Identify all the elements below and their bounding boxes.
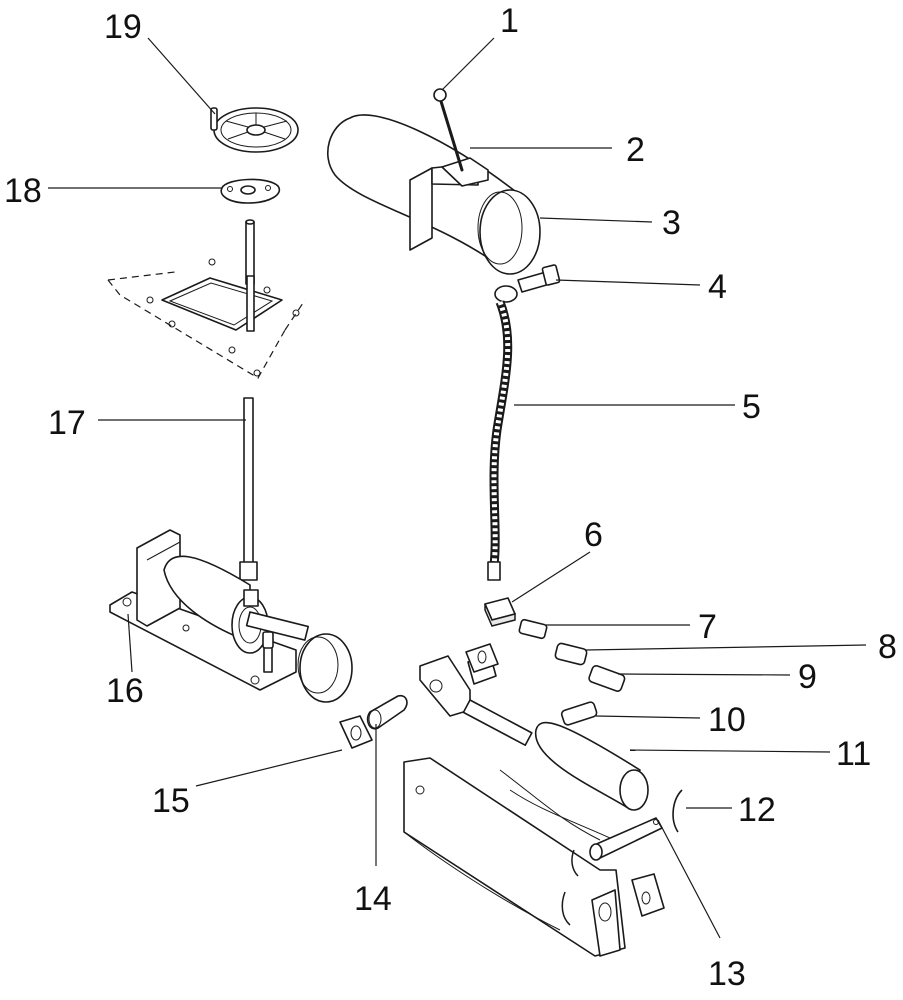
vertical-stem-part: [245, 219, 255, 285]
handwheel-part: [210, 107, 299, 153]
callout-8: 8: [878, 628, 897, 666]
pivot-pin-part: [589, 817, 663, 861]
callout-15: 15: [152, 782, 190, 820]
connector-block-part: [484, 597, 516, 627]
callout-17: 17: [48, 404, 86, 442]
callout-5: 5: [742, 388, 761, 426]
callout-1: 1: [500, 2, 519, 40]
fitting-part-9: [588, 664, 626, 692]
callout-labels: 1 2 3 4 5 6 7 8 9 10 11 12 13 14 15 16 1…: [4, 2, 897, 993]
callout-14: 14: [354, 880, 392, 918]
pin-part: [366, 694, 408, 730]
fitting-part-10: [560, 701, 598, 726]
flange-gasket-part: [220, 178, 281, 204]
tank-cylinder-assembly: [326, 88, 541, 275]
callout-16: 16: [106, 672, 144, 710]
callout-7: 7: [698, 608, 717, 646]
callout-13: 13: [708, 955, 746, 993]
base-cylinder-assembly: [109, 529, 353, 703]
deck-plate-cutout: [107, 258, 306, 379]
hydraulic-hose-part: [487, 285, 518, 581]
fitting-part-7: [518, 618, 548, 640]
banjo-bolt-part: [517, 264, 561, 293]
callout-3: 3: [662, 204, 681, 242]
fitting-part-8: [554, 642, 588, 666]
long-shaft-part: [239, 397, 258, 581]
callout-9: 9: [798, 658, 817, 696]
callout-10: 10: [708, 701, 746, 739]
callout-18: 18: [4, 172, 42, 210]
callout-11: 11: [836, 735, 871, 773]
callout-4: 4: [708, 268, 727, 306]
callout-6: 6: [584, 516, 603, 554]
spacer-clip-part: [339, 715, 373, 749]
callout-12: 12: [738, 791, 776, 829]
callout-2: 2: [626, 131, 645, 169]
bottom-bracket-part: [403, 643, 665, 957]
callout-19: 19: [104, 8, 142, 46]
spring-clip-part: [672, 789, 683, 833]
leader-lines: [48, 37, 867, 939]
